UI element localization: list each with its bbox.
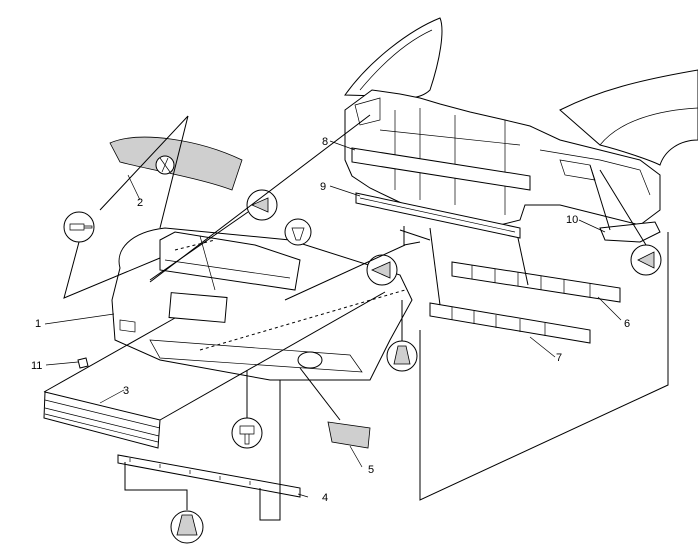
- upper-reinforcement-bar-8: [351, 147, 531, 191]
- front-bumper-cover-1: [111, 227, 413, 381]
- screw-icon-upper: [246, 189, 278, 221]
- bolt-icon-left: [63, 211, 95, 243]
- lower-reinforcement-bar-9: [355, 192, 521, 239]
- screw-icon-spoiler: [170, 510, 204, 544]
- energy-absorber-7: [429, 302, 591, 344]
- screw-icon-bracket: [630, 244, 662, 276]
- bolt-icon-bottom: [231, 417, 263, 449]
- lower-spoiler-4: [117, 454, 301, 498]
- bumper-side-bracket-10: [599, 221, 661, 243]
- callout-leaders: [44, 140, 622, 498]
- callout-7: 7: [556, 352, 562, 364]
- lower-grille-3: [43, 391, 161, 449]
- fog-lamp-cover-5: [327, 421, 371, 449]
- screw-icon-side: [386, 340, 418, 372]
- callout-1: 1: [35, 318, 41, 330]
- callout-10: 10: [566, 214, 578, 226]
- clip-11: [77, 357, 89, 369]
- callout-5: 5: [368, 464, 374, 476]
- callout-6: 6: [624, 318, 630, 330]
- screw-icon-right: [366, 254, 398, 286]
- callout-2: 2: [137, 197, 143, 209]
- reference-lines: [43, 114, 669, 521]
- callout-8: 8: [322, 136, 328, 148]
- callout-9: 9: [320, 181, 326, 193]
- callout-4: 4: [322, 492, 328, 504]
- energy-absorber-6: [451, 261, 621, 303]
- vehicle-front-body-structure: [344, 17, 698, 226]
- callout-11: 11: [31, 360, 42, 372]
- clip-fastener-icon-center: [284, 218, 312, 246]
- callout-3: 3: [123, 385, 129, 397]
